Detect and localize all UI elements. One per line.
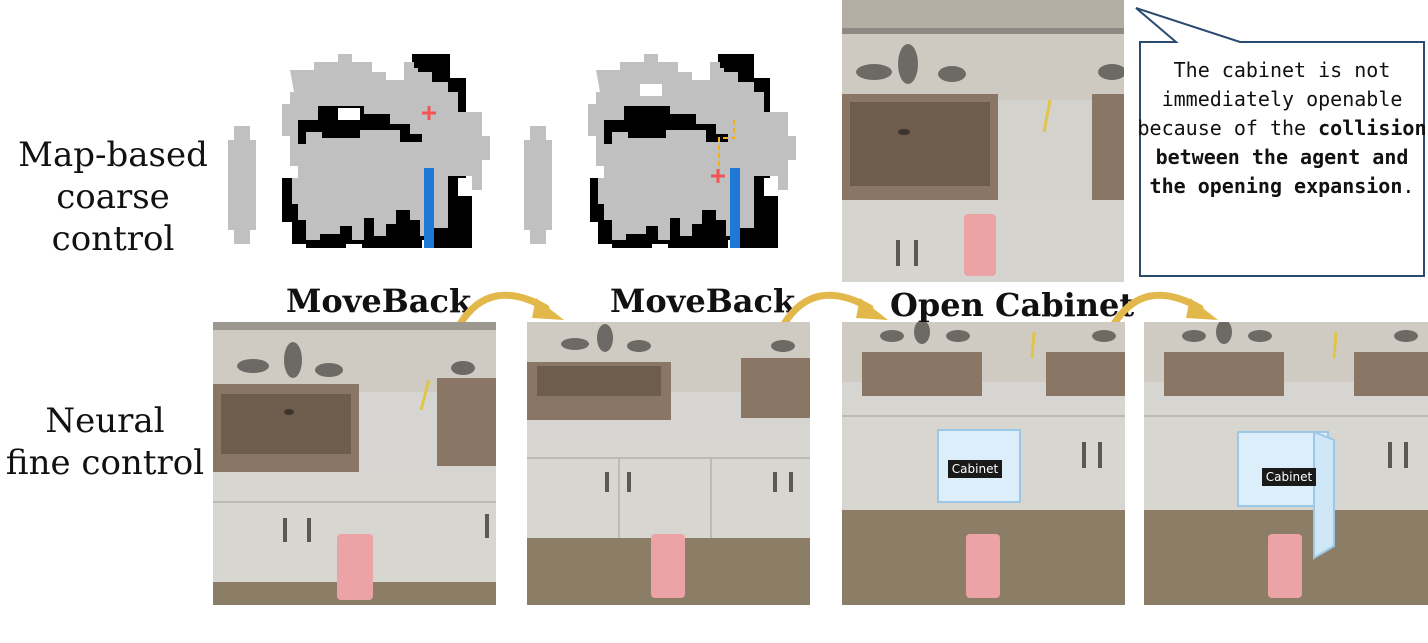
- occupancy-map-2: [524, 54, 796, 248]
- callout-bubble: [1135, 7, 1425, 277]
- panel3-cabinet-tag-text: Cabinet: [952, 462, 999, 476]
- coarse-label-line1: Map-based: [18, 135, 208, 175]
- panel4-cabinet-tag: [1262, 468, 1316, 486]
- scene-panel-3: Cabinet: [842, 322, 1125, 605]
- fine-label-line1: Neural: [45, 401, 165, 441]
- map2-inner-wall: [604, 106, 728, 144]
- map2-side-strip: [524, 126, 552, 244]
- map1-inner-wall: [298, 106, 422, 144]
- map2-agent-marker: [711, 169, 725, 183]
- arrow-2-head: [856, 298, 888, 320]
- panel4-cabinet-tag-text: Cabinet: [1266, 470, 1313, 484]
- transition-arrows: [456, 291, 1218, 328]
- panel3-cabinet-tag: [948, 460, 1002, 478]
- map1-free-space: [282, 54, 490, 240]
- coarse-control-label: Map-based coarse control: [0, 134, 226, 260]
- callout-text-part2: .: [1402, 174, 1415, 198]
- arrow-1: [456, 291, 550, 328]
- action-label-2: MoveBack: [610, 282, 796, 320]
- coarse-label-line2: coarse control: [51, 177, 175, 259]
- map1-top-block: [414, 58, 444, 68]
- action-label-3: Open Cabinet: [890, 286, 1135, 324]
- map2-planned-path: [718, 120, 735, 174]
- scene-panel-4: Cabinet: [1144, 322, 1428, 605]
- map1-agent-marker: [422, 106, 436, 120]
- arrow-3-head: [1186, 298, 1218, 320]
- action-label-1: MoveBack: [286, 282, 472, 320]
- arrow-2: [780, 291, 874, 328]
- callout-text: The cabinet is not immediately openable …: [1136, 56, 1428, 201]
- map1-white-hole: [338, 108, 360, 120]
- scene-panel-1: [213, 322, 496, 605]
- callout-text-bold: collision between the agent and the open…: [1149, 116, 1427, 198]
- arrow-1-head: [532, 298, 564, 320]
- fine-control-label: Neural fine control: [0, 400, 210, 484]
- fine-label-line2: fine control: [5, 443, 205, 483]
- occupancy-map-1: [228, 54, 490, 248]
- map2-white-hole: [640, 84, 662, 96]
- map1-target-cabinet: [424, 168, 434, 248]
- map2-top-block: [720, 58, 750, 68]
- map2-free-space: [588, 54, 796, 240]
- map2-target-cabinet: [730, 168, 740, 248]
- arrow-3: [1110, 291, 1204, 328]
- scene-panel-top: [842, 0, 1124, 282]
- map1-side-strip: [228, 126, 256, 244]
- scene-panel-2: [527, 322, 810, 605]
- callout-text-part1: The cabinet is not immediately openable …: [1137, 58, 1403, 140]
- panel4-open-door: [1313, 430, 1335, 560]
